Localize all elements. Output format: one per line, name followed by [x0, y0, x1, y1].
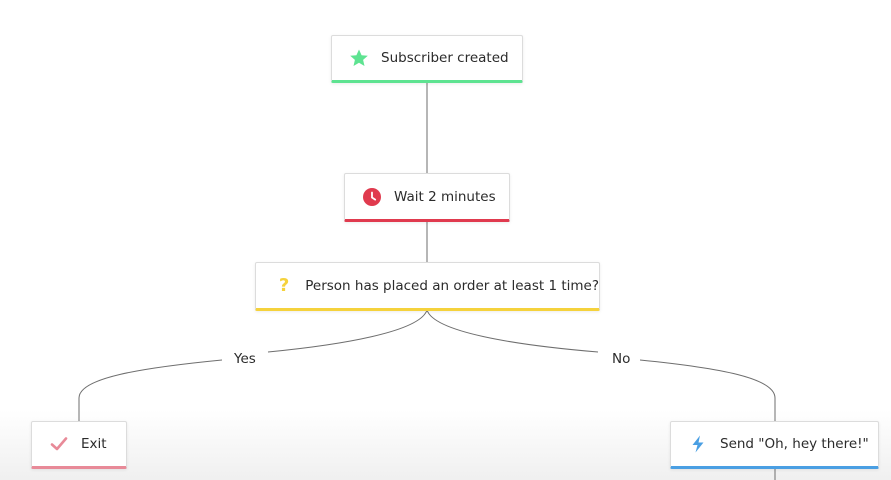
star-icon — [349, 48, 369, 68]
branch-label-yes: Yes — [224, 350, 266, 368]
check-icon — [49, 434, 69, 454]
exit-node-label: Exit — [81, 436, 107, 452]
connector-condition-to-yes — [267, 309, 428, 353]
condition-node-label: Person has placed an order at least 1 ti… — [305, 277, 599, 294]
question-icon: ? — [278, 275, 290, 296]
trigger-node-label: Subscriber created — [381, 50, 509, 66]
branch-label-no: No — [602, 350, 641, 368]
action-node-label: Send "Oh, hey there!" — [720, 436, 869, 452]
lightning-icon — [688, 434, 708, 454]
trigger-node[interactable]: Subscriber created — [331, 35, 523, 83]
delay-node[interactable]: Wait 2 minutes — [344, 173, 510, 222]
clock-icon — [362, 187, 382, 207]
condition-node[interactable]: ? Person has placed an order at least 1 … — [255, 262, 600, 311]
connector-no-to-action — [639, 359, 776, 421]
connector-yes-to-exit — [78, 359, 223, 421]
action-node[interactable]: Send "Oh, hey there!" — [670, 421, 879, 469]
delay-node-label: Wait 2 minutes — [394, 188, 496, 205]
connector-condition-to-no — [426, 309, 599, 353]
exit-node[interactable]: Exit — [31, 421, 127, 469]
